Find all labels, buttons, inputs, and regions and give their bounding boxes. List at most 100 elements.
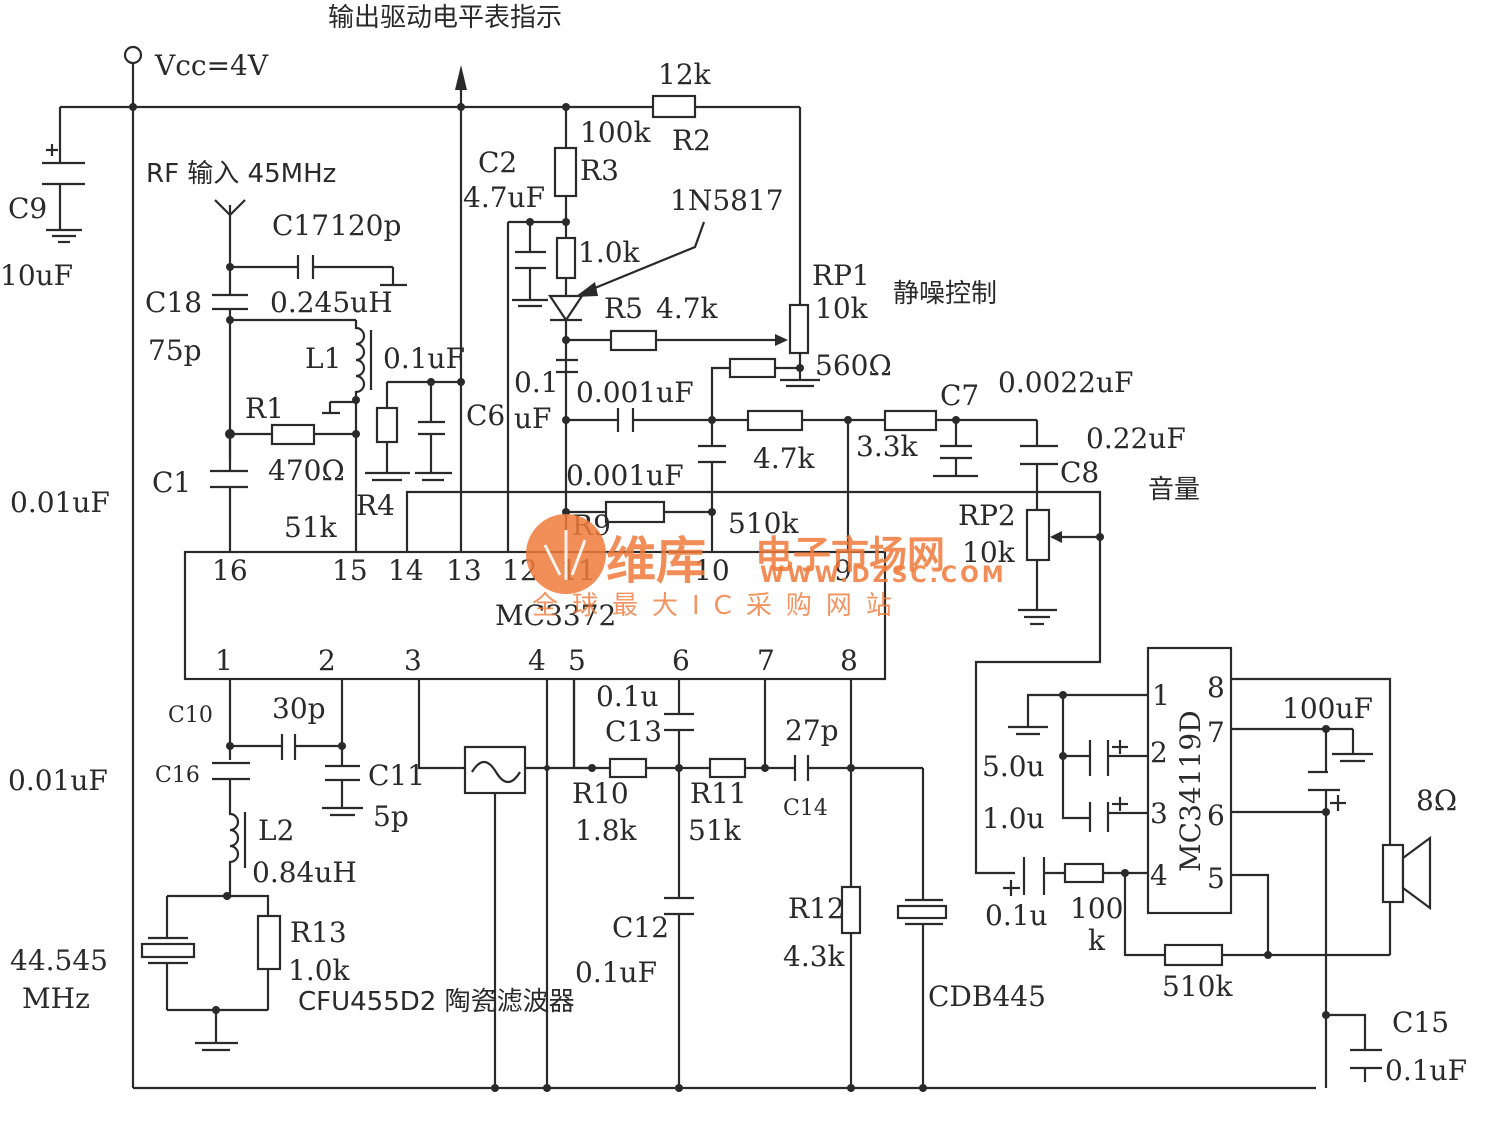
mc34119-pin-1: 1 bbox=[1152, 679, 1170, 712]
mc3372-pin-5: 5 bbox=[568, 644, 586, 677]
r3-value: 100k bbox=[580, 116, 651, 149]
capacitor-c12 bbox=[664, 896, 694, 1088]
c9-value: 10uF bbox=[0, 259, 73, 292]
mc3372-pin-6: 6 bbox=[672, 644, 690, 677]
l1-value: 0.245uH bbox=[270, 286, 393, 319]
watermark-brand: 维库 bbox=[606, 532, 706, 590]
mc3372-pin-8: 8 bbox=[840, 644, 858, 677]
resistor-3k3 bbox=[883, 409, 1037, 432]
resistor-r2 bbox=[651, 94, 802, 305]
r5-value: 4.7k bbox=[656, 292, 719, 325]
c18-ref: C18 bbox=[145, 286, 202, 319]
inductor-l2 bbox=[228, 812, 247, 898]
xtal-value: 44.545 bbox=[10, 944, 108, 977]
capacitor-c9 bbox=[42, 107, 85, 244]
capacitor-c15 bbox=[1326, 1013, 1382, 1082]
r5-ref: R5 bbox=[604, 292, 643, 325]
capacitor-1u bbox=[1088, 797, 1148, 832]
c14-value: 27p bbox=[785, 714, 839, 747]
r4-ref: R4 bbox=[356, 489, 395, 522]
r13-ref: R13 bbox=[290, 916, 347, 949]
meter-output-arrow bbox=[455, 65, 467, 552]
capacitor-0001-a bbox=[566, 408, 748, 432]
c2-value: 4.7uF bbox=[463, 181, 545, 214]
r2-value: 12k bbox=[658, 58, 712, 91]
c1-ref: C1 bbox=[152, 466, 191, 499]
c6-value-a: 0.1 bbox=[514, 366, 559, 399]
r-1k-value: 1.0k bbox=[578, 236, 641, 269]
resistor-r3 bbox=[553, 107, 578, 238]
c8-ref: C8 bbox=[1060, 456, 1099, 489]
c17-value: 120p bbox=[330, 209, 401, 242]
c10-value: 0.01uF bbox=[8, 764, 108, 797]
capacitor-c14 bbox=[793, 755, 923, 781]
rp1-ref: RP1 bbox=[812, 259, 870, 292]
vcc-terminal bbox=[123, 45, 143, 1088]
c-0001b-value: 0.001uF bbox=[566, 459, 684, 492]
r12-value: 4.3k bbox=[783, 940, 846, 973]
r-33k-value: 3.3k bbox=[856, 430, 919, 463]
speaker-value: 8Ω bbox=[1416, 784, 1457, 817]
cfu-label: CFU455D2 陶瓷滤波器 bbox=[298, 987, 575, 1017]
mc34119-pin-4: 4 bbox=[1150, 859, 1168, 892]
rp2-value: 10k bbox=[962, 536, 1016, 569]
capacitor-c17 bbox=[230, 255, 407, 287]
ceramic-filter-cfu455 bbox=[463, 745, 527, 795]
speaker-icon bbox=[1381, 835, 1432, 955]
xtal-unit: MHz bbox=[22, 982, 90, 1015]
capacitor-c6 bbox=[415, 382, 452, 482]
vcc-label: Vcc=4V bbox=[154, 49, 269, 82]
ground-icon bbox=[1332, 752, 1373, 763]
capacitor-c16 bbox=[212, 761, 250, 812]
c7-ref: C7 bbox=[940, 379, 979, 412]
mc3372-pin-16: 16 bbox=[212, 554, 248, 587]
c-0001a-value: 0.001uF bbox=[576, 376, 694, 409]
capacitor-c1 bbox=[210, 434, 248, 552]
c-l1-value: 0.1uF bbox=[383, 342, 465, 375]
r1-ref: R1 bbox=[245, 392, 284, 425]
r-100k-unit: k bbox=[1088, 924, 1106, 957]
mc3372-pin-3: 3 bbox=[404, 644, 422, 677]
c18-value: 75p bbox=[148, 334, 202, 367]
mc3372-pin-4: 4 bbox=[528, 644, 546, 677]
cdb-label: CDB445 bbox=[928, 980, 1046, 1013]
c6-value-b: uF bbox=[514, 402, 551, 435]
mc3372-pin-13: 13 bbox=[446, 554, 482, 587]
r1-value: 470Ω bbox=[268, 454, 345, 487]
mc34119-name: MC34119D bbox=[1174, 710, 1207, 872]
mc3372-pin-7: 7 bbox=[757, 644, 775, 677]
potentiometer-rp2[interactable] bbox=[1018, 508, 1100, 626]
capacitor-c7 bbox=[933, 420, 978, 478]
c-10u-value: 1.0u bbox=[982, 802, 1045, 835]
resistor-510k-feedback bbox=[1163, 943, 1390, 967]
title-label: 输出驱动电平表指示 bbox=[328, 3, 562, 33]
mc34119-pin-7: 7 bbox=[1207, 716, 1225, 749]
watermark: 维库 电子市场网 WWW.DZSC.COM 全球最大IC采购网站 bbox=[526, 514, 1007, 621]
rf-input-label: RF 输入 45MHz bbox=[146, 159, 336, 189]
c10-ref: C10 bbox=[168, 703, 213, 728]
r-47k-value: 4.7k bbox=[753, 442, 816, 475]
capacitor-01u bbox=[1003, 857, 1065, 896]
capacitor-c11 bbox=[322, 764, 363, 817]
mc34119-pin-5: 5 bbox=[1207, 862, 1225, 895]
r-560-value: 560Ω bbox=[815, 349, 892, 382]
wire-pin14 bbox=[405, 490, 1102, 875]
watermark-sub: 全球最大IC采购网站 bbox=[532, 591, 906, 621]
c14-ref: C14 bbox=[783, 796, 828, 821]
r2-ref: R2 bbox=[672, 124, 711, 157]
capacitor-c2 bbox=[512, 222, 548, 308]
l1-ref: L1 bbox=[305, 342, 341, 375]
c-01u-value: 0.1u bbox=[985, 899, 1048, 932]
capacitor-c13 bbox=[664, 679, 694, 898]
capacitor-5u bbox=[1063, 740, 1148, 776]
potentiometer-rp1[interactable] bbox=[780, 303, 820, 388]
c-50u-value: 5.0u bbox=[982, 750, 1045, 783]
c11-ref: C11 bbox=[368, 759, 425, 792]
capacitor-0001-b bbox=[698, 420, 726, 552]
r11-value: 51k bbox=[688, 814, 742, 847]
diode-1n5817 bbox=[547, 294, 585, 362]
watermark-url: WWW.DZSC.COM bbox=[760, 563, 1007, 588]
l2-value: 0.84uH bbox=[252, 856, 357, 889]
inductor-l1 bbox=[322, 320, 373, 415]
